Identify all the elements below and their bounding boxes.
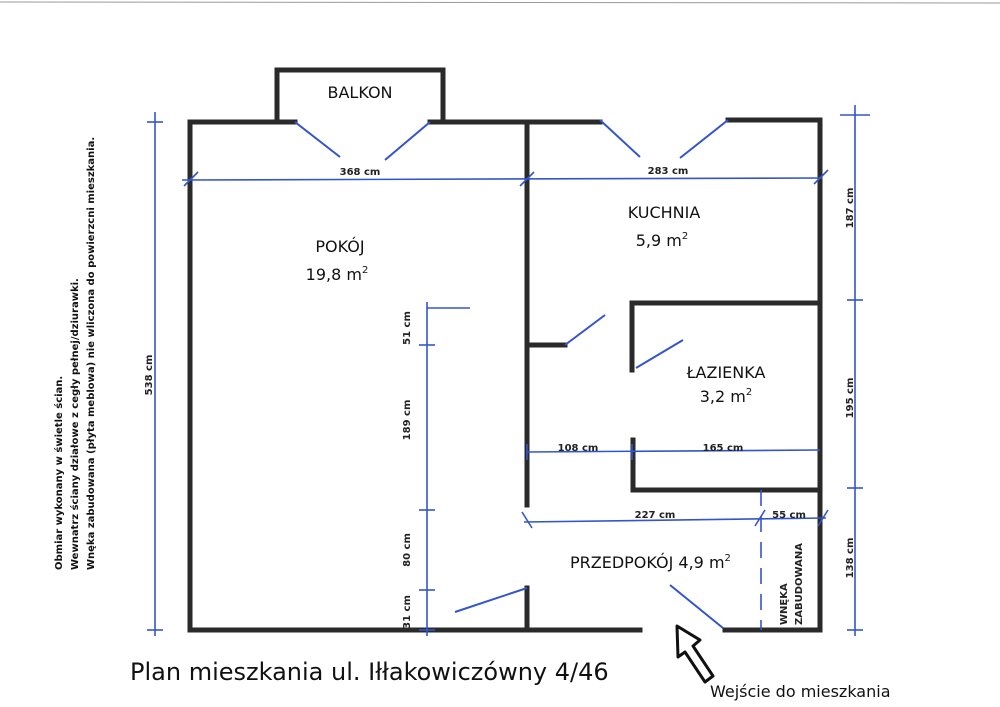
room-pokoj-area: 19,8 m2	[306, 265, 369, 284]
room-lazienka-area: 3,2 m2	[700, 387, 753, 406]
dim-inner-80: 80 cm	[402, 533, 413, 567]
note-2: Wewnatrz ściany działowe z cegły pełnej/…	[69, 278, 81, 570]
dimension-lines	[147, 105, 870, 636]
dim-top-left: 368 cm	[340, 167, 381, 178]
plan-title: Plan mieszkania ul. Iłłakowiczówny 4/46	[130, 658, 609, 686]
dim-hall-left: 227 cm	[635, 510, 676, 521]
entrance-label: Wejście do mieszkania	[710, 682, 891, 701]
dim-top-right: 283 cm	[648, 166, 689, 177]
room-lazienka-name: ŁAZIENKA	[686, 363, 766, 382]
dim-hall-right: 55 cm	[772, 510, 806, 521]
dim-bath-left: 108 cm	[558, 443, 599, 454]
dim-right-top: 187 cm	[845, 188, 856, 229]
wneka-label-2: ZABUDOWANA	[794, 543, 805, 625]
entrance-arrow-icon	[675, 624, 715, 684]
dim-left-total: 538 cm	[144, 355, 155, 396]
room-balkon: BALKON	[327, 83, 392, 102]
room-kuchnia-area: 5,9 m2	[636, 231, 689, 250]
scan-edge	[0, 1, 1000, 4]
wneka-label-1: WNĘKA	[779, 583, 790, 625]
room-przedpokoj: PRZEDPOKÓJ 4,9 m2	[570, 553, 731, 572]
room-kuchnia-name: KUCHNIA	[628, 203, 701, 222]
walls	[187, 67, 823, 633]
doors	[294, 119, 729, 629]
dim-right-mid: 195 cm	[845, 378, 856, 419]
note-3: Wnęka zabudowana (płyta meblowa) nie wli…	[86, 137, 97, 570]
dim-inner-51: 51 cm	[402, 311, 413, 345]
dim-right-bottom: 138 cm	[845, 538, 856, 579]
dim-inner-189: 189 cm	[402, 400, 413, 441]
dim-inner-31: 31 cm	[402, 595, 413, 629]
room-pokoj-name: POKÓJ	[315, 237, 364, 256]
dim-bath-right: 165 cm	[703, 443, 744, 454]
note-1: Obmiar wykonany w świetle ścian.	[53, 376, 65, 570]
